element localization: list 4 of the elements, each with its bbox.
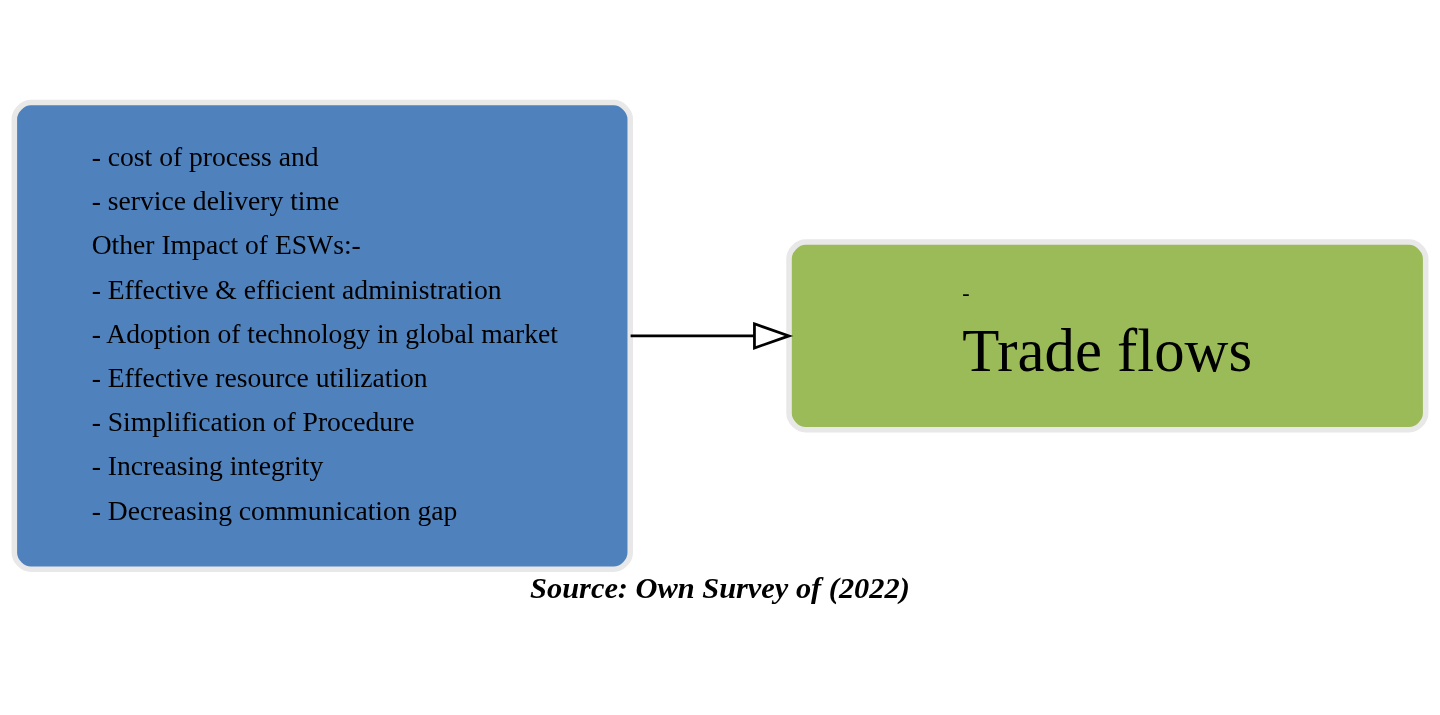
node-box: - cost of process and - service delivery time Other Impact of ESWs:- - Effective & efficient administration - Adoption of technology in global market - Effective resource utilization - Simplification of Procedure - Increasing integrity - Decreasing communication gap	[11, 99, 633, 572]
caption: Source: Own Survey of (2022)	[530, 570, 910, 605]
arrow	[630, 321, 794, 350]
node-box: - Trade flows	[786, 238, 1429, 433]
